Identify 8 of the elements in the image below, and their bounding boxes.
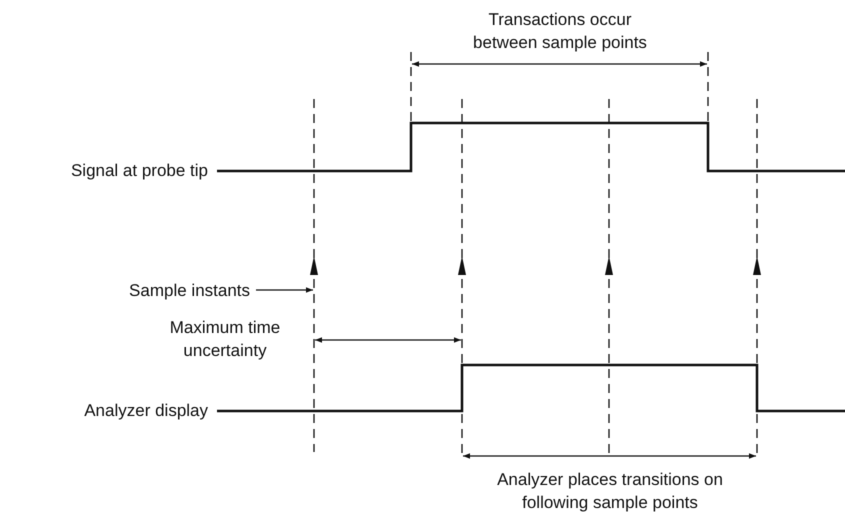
label-text: Signal at probe tip: [70, 160, 208, 182]
label-text: Analyzer display: [83, 400, 208, 422]
sample-line: [310, 99, 318, 452]
label-text: Transactions occur between sample points: [472, 9, 648, 54]
sample-label: Sample instants: [40, 279, 250, 302]
leader-line: [256, 287, 313, 293]
label-text: Maximum time uncertainty: [168, 317, 282, 362]
label-text: Analyzer places transitions on following sample points: [496, 469, 724, 514]
